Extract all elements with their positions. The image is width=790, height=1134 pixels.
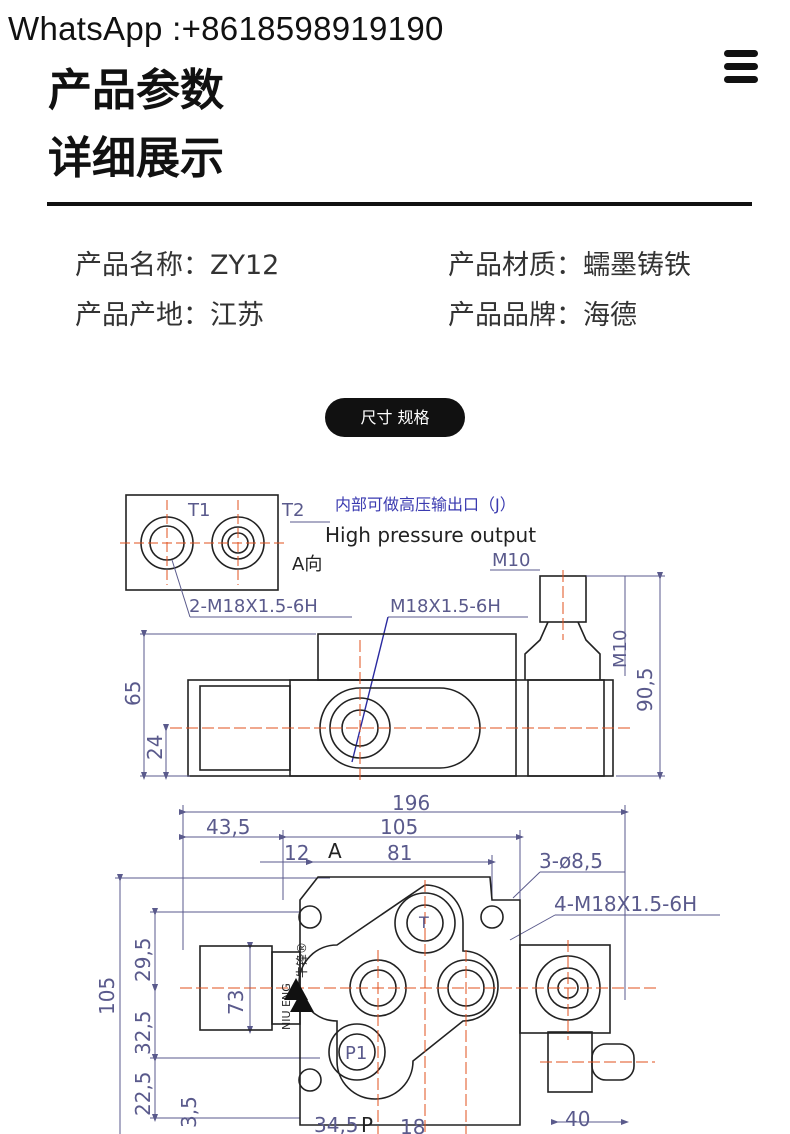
- dim-90-5: 90,5: [633, 667, 657, 712]
- label-port-p: P: [361, 1113, 373, 1134]
- label-thread-2: 2-M18X1.5-6H: [189, 596, 318, 617]
- dim-196: 196: [392, 791, 430, 815]
- dim-40: 40: [565, 1107, 590, 1131]
- dimension-spec-tab[interactable]: 尺寸 规格: [325, 398, 465, 437]
- label-cn-note: 内部可做高压输出口（J）: [335, 495, 516, 514]
- label-t2: T2: [281, 500, 304, 521]
- dim-105-top: 105: [380, 815, 418, 839]
- valve-technical-drawing: T1 T2 内部可做高压输出口（J） High pressure output …: [95, 494, 720, 1134]
- dim-65: 65: [121, 681, 145, 706]
- label-t1: T1: [187, 500, 210, 521]
- label-port-t: T: [418, 913, 429, 932]
- label-a-arrow: A: [328, 839, 342, 863]
- param-brand: 产品品牌：海德: [448, 300, 637, 331]
- dim-43-5: 43,5: [206, 815, 251, 839]
- brand-logo-icon: [284, 978, 314, 1012]
- label-thread-1: M18X1.5-6H: [390, 596, 501, 617]
- label-m10-top: M10: [492, 550, 530, 571]
- page-title-line2: 详细展示: [48, 133, 224, 184]
- label-thread-4: 4-M18X1.5-6H: [554, 892, 697, 916]
- dim-105-left: 105: [95, 977, 119, 1015]
- dim-22-5: 22,5: [131, 1071, 155, 1116]
- dim-81: 81: [387, 841, 412, 865]
- label-logo-cn: 牛锋®: [294, 942, 309, 978]
- dim-24: 24: [143, 735, 167, 760]
- dim-18: 18: [400, 1115, 425, 1134]
- whatsapp-contact-overlay: WhatsApp :+8618598919190: [8, 10, 444, 47]
- dim-73: 73: [224, 990, 248, 1015]
- dim-34-5: 34,5: [314, 1113, 359, 1134]
- label-port-p1: P1: [345, 1043, 367, 1064]
- hamburger-menu-icon[interactable]: [724, 50, 758, 84]
- title-divider: [47, 202, 752, 206]
- dim-3-5: 3,5: [177, 1096, 201, 1128]
- param-origin: 产品产地：江苏: [75, 300, 264, 331]
- param-material: 产品材质：蠕墨铸铁: [448, 250, 691, 281]
- label-a-view: A向: [292, 554, 322, 575]
- dim-m10-side: M10: [610, 630, 631, 668]
- param-product-name: 产品名称：ZY12: [75, 250, 280, 281]
- dim-29-5: 29,5: [131, 937, 155, 982]
- label-holes: 3-ø8,5: [539, 849, 603, 873]
- dim-32-5: 32,5: [131, 1010, 155, 1055]
- label-en-note: High pressure output: [325, 523, 536, 547]
- dim-12: 12: [284, 841, 309, 865]
- page-title-line1: 产品参数: [48, 65, 224, 116]
